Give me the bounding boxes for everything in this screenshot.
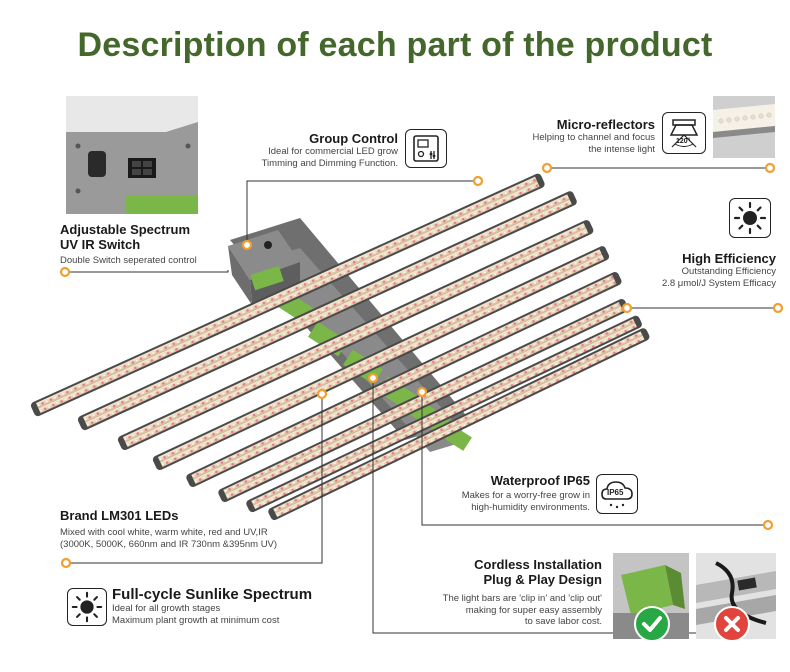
adjustable-spectrum-line1: Double Switch seperated control <box>60 255 197 266</box>
cordless-heading: Cordless Installation <box>474 557 602 572</box>
adjustable-spectrum-heading: Adjustable Spectrum <box>60 222 191 237</box>
sun-icon <box>67 588 107 626</box>
check-icon <box>634 606 670 642</box>
full-cycle-callout: Full-cycle Sunlike Spectrum Ideal for al… <box>112 586 352 626</box>
adjustable-spectrum-callout: Adjustable Spectrum UV IR Switch Double … <box>60 222 250 267</box>
group-control-line2: Timming and Dimming Function. <box>261 157 398 169</box>
brand-leds-callout: Brand LM301 LEDs Mixed with cool white, … <box>60 508 330 550</box>
full-cycle-line2: Maximum plant growth at minimum cost <box>112 614 280 626</box>
micro-reflectors-line1: Helping to channel and focus <box>532 132 655 143</box>
high-efficiency-heading: High Efficiency <box>682 251 776 266</box>
group-control-line1: Ideal for commercial LED grow <box>268 146 398 157</box>
cross-icon <box>714 606 750 642</box>
waterproof-line2: high-humidity environments. <box>471 501 590 513</box>
high-efficiency-callout: High Efficiency Outstanding Efficiency 2… <box>590 251 776 289</box>
waterproof-callout: Waterproof IP65 Makes for a worry-free g… <box>405 473 590 513</box>
ip65-label: IP65 <box>607 488 624 497</box>
reflector-closeup-photo <box>713 96 775 158</box>
reflector-120-icon: 120° <box>662 112 706 154</box>
cordless-line1: The light bars are 'clip in' and 'clip o… <box>442 593 602 604</box>
brand-leds-line1: Mixed with cool white, warm white, red a… <box>60 527 268 538</box>
cordless-line3: to save labor cost. <box>524 616 602 627</box>
control-box <box>228 230 300 305</box>
control-panel-icon <box>405 129 447 168</box>
group-control-callout: Group Control Ideal for commercial LED g… <box>208 131 398 169</box>
waterproof-heading: Waterproof IP65 <box>490 473 590 488</box>
brand-leds-heading: Brand LM301 LEDs <box>60 508 179 523</box>
waterproof-line1: Makes for a worry-free grow in <box>461 490 590 501</box>
uv-ir-switch-heading: UV IR Switch <box>60 237 141 252</box>
plug-play-heading: Plug & Play Design <box>483 572 602 587</box>
clip-in-photo <box>613 553 689 639</box>
page-title: Description of each part of the product <box>77 26 713 64</box>
high-efficiency-line1: Outstanding Efficiency <box>681 266 776 277</box>
ip65-icon: IP65 <box>596 474 638 514</box>
micro-reflectors-callout: Micro-reflectors Helping to channel and … <box>480 117 655 155</box>
wired-photo <box>696 553 776 639</box>
cordless-line2: making for super easy assembly <box>465 604 602 616</box>
full-cycle-line1: Ideal for all growth stages <box>112 603 221 614</box>
sun-icon <box>729 198 771 238</box>
led-bars <box>30 173 650 521</box>
micro-reflectors-heading: Micro-reflectors <box>556 117 655 132</box>
reflector-angle-label: 120° <box>676 138 691 145</box>
cordless-callout: Cordless Installation Plug & Play Design… <box>380 557 602 628</box>
micro-reflectors-line2: the intense light <box>588 143 655 155</box>
brand-leds-line2: (3000K, 5000K, 660nm and IR 730nm &395nm… <box>60 538 278 550</box>
switch-closeup-photo <box>66 96 198 214</box>
group-control-heading: Group Control <box>309 131 398 146</box>
full-cycle-heading: Full-cycle Sunlike Spectrum <box>112 586 313 603</box>
high-efficiency-line2: 2.8 μmol/J System Efficacy <box>661 277 776 289</box>
